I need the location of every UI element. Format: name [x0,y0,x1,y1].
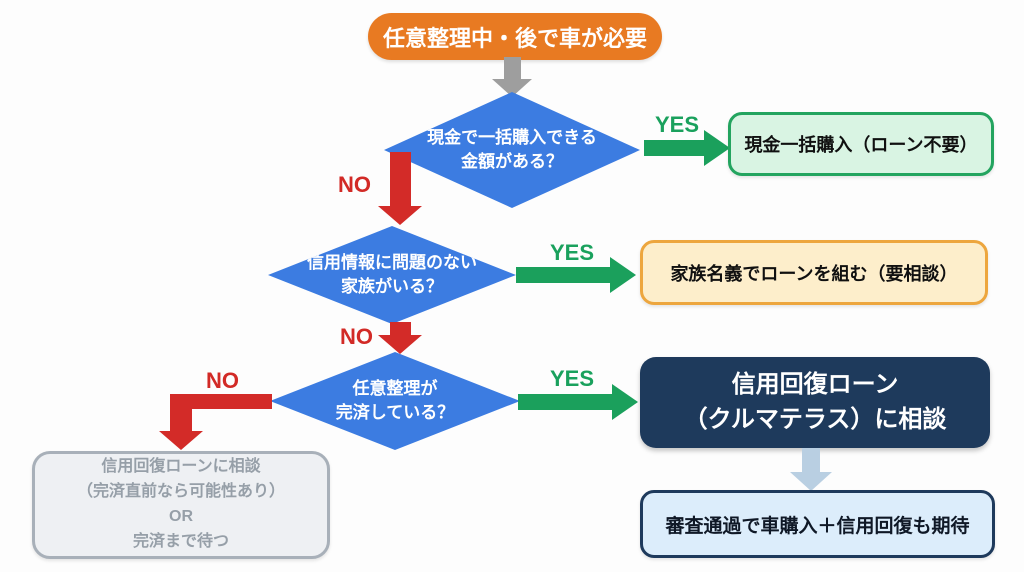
outcome-wait-line4: 完済まで待つ [132,532,229,550]
outcome-consult-line1: 信用回復ローン [731,370,899,398]
outcome-result-label: 審査通過で車購入＋信用回復も期待 [665,515,970,537]
start-node: 任意整理中・後で車が必要 [368,13,662,60]
outcome-family-label: 家族名義でローンを組む（要相談） [670,263,958,284]
yes-label-3: YES [550,366,595,391]
outcome-family-box: 家族名義でローンを組む（要相談） [640,240,988,305]
arrowhead-consult-to-result [790,472,832,491]
decision-family: 信用情報に問題のない 家族がいる？ [268,226,516,324]
arrowhead-yes-3 [612,384,638,420]
decision-cash-line1: 現金で一括購入できる [427,128,597,148]
yes-label-2: YES [550,240,595,265]
outcome-consult-line2: （クルマテラス）に相談 [683,405,947,433]
arrow-yes-3 [518,394,612,410]
decision-repaid-line2: 完済している？ [335,403,455,422]
arrow-consult-to-result [802,448,820,473]
arrowhead-yes-2 [610,257,636,293]
decision-cash: 現金で一括購入できる 金額がある？ [384,92,640,208]
outcome-consult-box: 信用回復ローン （クルマテラス）に相談 [640,357,990,448]
start-node-label: 任意整理中・後で車が必要 [382,25,647,51]
outcome-wait-line3: OR [169,508,193,525]
outcome-wait-box: 信用回復ローンに相談 （完済直前なら可能性あり） OR 完済まで待つ [32,451,330,559]
yes-label-1: YES [655,112,700,137]
no-label-1: NO [338,172,371,197]
outcome-wait-line1: 信用回復ローンに相談 [101,458,261,476]
outcome-cash-box: 現金一括購入（ローン不要） [728,112,994,176]
arrow-start-to-d1 [504,57,521,80]
arrow-yes-1 [644,140,706,156]
decision-family-line1: 信用情報に問題のない [307,253,477,273]
arrowhead-yes-1 [704,130,730,166]
arrowhead-start-to-d1 [492,79,532,97]
arrowhead-no-3 [159,431,203,450]
decision-family-line2: 家族がいる？ [341,277,443,296]
arrowhead-no-2 [378,335,422,354]
decision-repaid-line1: 任意整理が [352,379,438,399]
arrow-no-1 [390,152,411,207]
arrow-no-3-horizontal [170,394,272,409]
outcome-result-box: 審査通過で車購入＋信用回復も期待 [640,490,995,558]
arrowhead-no-1 [378,206,422,225]
outcome-cash-label: 現金一括購入（ローン不要） [744,135,978,155]
arrow-yes-2 [516,267,610,283]
arrow-no-3-vertical [170,394,192,432]
decision-repaid: 任意整理が 完済している？ [270,352,520,450]
no-label-3: NO [206,368,239,393]
no-label-2: NO [340,324,373,349]
outcome-wait-line2: （完済直前なら可能性あり） [76,483,285,501]
decision-cash-line2: 金額がある？ [461,152,563,171]
arrow-no-2 [390,322,411,336]
